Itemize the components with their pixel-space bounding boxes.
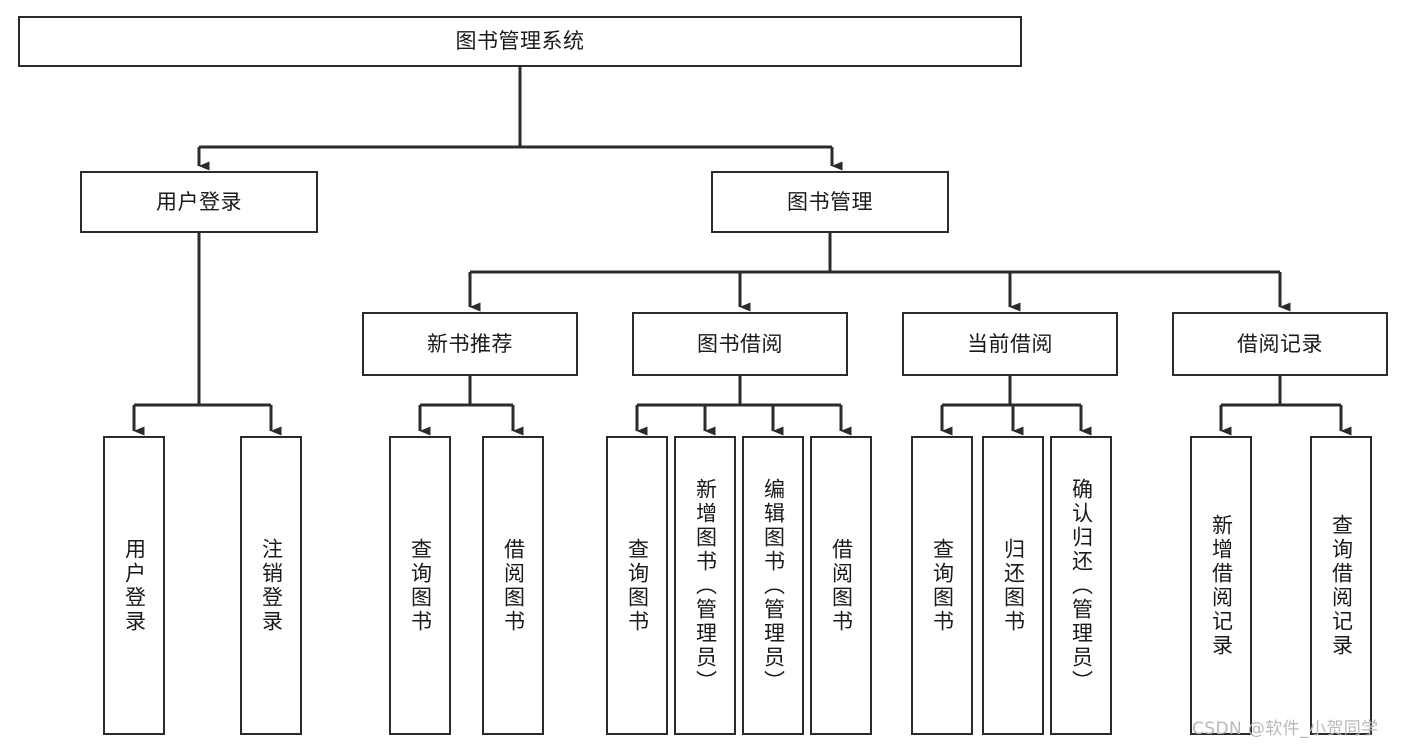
leaf-label: 用户登录: [122, 537, 147, 634]
leaf-node[interactable]: 借阅图书: [810, 436, 872, 735]
leaf-node[interactable]: 编辑图书（管理员）: [742, 436, 804, 735]
leaf-label: 查询图书: [408, 537, 433, 634]
node-label-new-book-recommend: 新书推荐: [427, 331, 513, 356]
leaf-node[interactable]: 确认归还（管理员）: [1050, 436, 1112, 735]
node-current-borrow[interactable]: 当前借阅: [902, 312, 1118, 376]
node-book-management[interactable]: 图书管理: [711, 171, 949, 233]
leaf-node[interactable]: 查询图书: [606, 436, 668, 735]
leaf-node[interactable]: 新增图书（管理员）: [674, 436, 736, 735]
node-label-current-borrow: 当前借阅: [967, 331, 1053, 356]
node-label-book-management: 图书管理: [787, 189, 873, 214]
leaf-label: 确认归还（管理员）: [1069, 477, 1094, 694]
node-label-user-login: 用户登录: [156, 189, 242, 214]
leaf-label: 借阅图书: [829, 537, 854, 634]
leaf-label: 新增借阅记录: [1209, 513, 1234, 658]
node-label-root: 图书管理系统: [455, 29, 585, 54]
node-user-login[interactable]: 用户登录: [80, 171, 318, 233]
leaf-label: 编辑图书（管理员）: [761, 477, 786, 694]
leaf-label: 借阅图书: [501, 537, 526, 634]
node-borrow-record[interactable]: 借阅记录: [1172, 312, 1388, 376]
leaf-label: 归还图书: [1001, 537, 1026, 634]
node-book-borrow[interactable]: 图书借阅: [632, 312, 848, 376]
leaf-node[interactable]: 查询图书: [911, 436, 973, 735]
leaf-label: 新增图书（管理员）: [693, 477, 718, 694]
leaf-node[interactable]: 查询借阅记录: [1310, 436, 1372, 735]
leaf-node[interactable]: 查询图书: [389, 436, 451, 735]
leaf-node[interactable]: 归还图书: [982, 436, 1044, 735]
node-label-borrow-record: 借阅记录: [1237, 331, 1323, 356]
leaf-label: 注销登录: [259, 537, 284, 634]
node-root-system[interactable]: 图书管理系统: [18, 16, 1022, 67]
leaf-label: 查询图书: [625, 537, 650, 634]
leaf-label: 查询图书: [930, 537, 955, 634]
leaf-label: 查询借阅记录: [1329, 513, 1354, 658]
node-label-book-borrow: 图书借阅: [697, 331, 783, 356]
leaf-node[interactable]: 新增借阅记录: [1190, 436, 1252, 735]
leaf-node[interactable]: 用户登录: [103, 436, 165, 735]
leaf-node[interactable]: 注销登录: [240, 436, 302, 735]
node-new-book-recommend[interactable]: 新书推荐: [362, 312, 578, 376]
leaf-node[interactable]: 借阅图书: [482, 436, 544, 735]
